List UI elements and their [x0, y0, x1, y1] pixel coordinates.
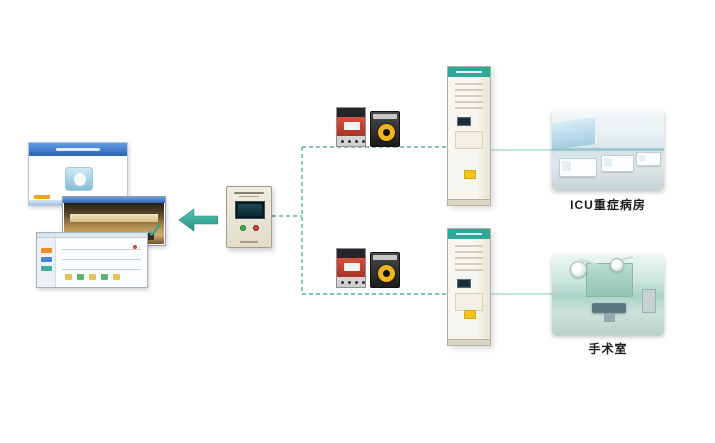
operating-room-photo — [552, 255, 664, 335]
ats-terminal — [355, 281, 358, 284]
device-group-operating-room — [336, 246, 402, 290]
transformer-top-plate — [373, 255, 397, 260]
sidebar-chip — [41, 257, 52, 262]
splash-center-graphic — [65, 167, 93, 191]
surgical-light — [610, 258, 625, 273]
operating-room-label: 手术室 — [588, 342, 628, 356]
table-pedestal — [603, 313, 615, 323]
panel-subtitle-placeholder — [239, 196, 259, 197]
cabinet-door-panel — [455, 131, 483, 149]
cabinet-header-strip — [448, 229, 490, 239]
isolated-power-cabinet-icu — [447, 66, 491, 206]
cabinet-vent-rows — [455, 245, 483, 271]
ats-top-band — [337, 249, 365, 258]
hospital-bed — [636, 152, 661, 166]
sidebar-chip — [41, 266, 52, 271]
bed-pillow — [561, 161, 571, 172]
status-tile — [89, 274, 96, 280]
splash-title-placeholder — [56, 148, 100, 151]
warning-sticker — [464, 170, 476, 179]
bed-pillow — [604, 157, 612, 167]
status-tile — [113, 274, 120, 280]
status-tile — [101, 274, 108, 280]
ats-top-band — [337, 108, 365, 117]
check-icon: ✓ — [146, 218, 165, 243]
icu-ward-photo — [552, 110, 664, 190]
surgical-light — [569, 261, 587, 279]
brand-logo-mark — [34, 195, 50, 199]
monitor-screen-scada — [36, 232, 148, 288]
status-tile — [77, 274, 84, 280]
panel-display — [235, 201, 265, 219]
cabinet-header-text-placeholder — [456, 233, 482, 235]
panel-green-button — [240, 225, 246, 231]
left-arrow-icon — [178, 208, 218, 232]
ward-window — [552, 116, 597, 150]
panel-title-placeholder — [234, 192, 264, 194]
schematic-bus-line — [62, 259, 141, 260]
panel-brand-placeholder — [240, 241, 258, 243]
bed-pillow — [639, 155, 645, 163]
cabinet-door-panel — [455, 293, 483, 311]
warning-sticker — [464, 310, 476, 319]
splash-figure — [74, 173, 86, 186]
panel-red-button — [253, 225, 259, 231]
ats-terminal — [341, 281, 344, 284]
ats-terminal — [348, 140, 351, 143]
window-title-bar — [63, 197, 165, 203]
alarm-indicator-dot — [133, 245, 137, 249]
ats-terminal — [341, 140, 344, 143]
ats-nameplate — [344, 263, 360, 271]
device-group-icu — [336, 105, 402, 149]
operating-table — [592, 303, 626, 314]
hospital-bed — [601, 154, 634, 172]
splash-header-bar — [29, 143, 127, 156]
ats-transfer-switch — [336, 107, 366, 147]
medical-equipment-cart — [641, 288, 657, 313]
ats-terminal — [348, 281, 351, 284]
display-wall — [70, 213, 158, 222]
cabinet-vent-rows — [455, 83, 483, 109]
schematic-bus-line — [62, 249, 141, 250]
schematic-bus-line — [62, 269, 141, 270]
isolation-transformer — [370, 111, 400, 147]
cabinet-base — [448, 339, 490, 345]
hospital-bed — [558, 158, 597, 178]
transformer-top-plate — [373, 114, 397, 119]
scada-sidebar — [37, 238, 56, 287]
cabinet-header-text-placeholder — [456, 71, 482, 73]
cabinet-header-strip — [448, 67, 490, 77]
sidebar-chip — [41, 248, 52, 253]
ats-terminal — [362, 140, 365, 143]
transformer-coil-ring — [378, 265, 395, 282]
status-tile — [65, 274, 72, 280]
isolation-transformer — [370, 252, 400, 288]
ats-terminal — [355, 140, 358, 143]
isolated-power-cabinet-operating-room — [447, 228, 491, 346]
panel-display-content — [238, 204, 262, 216]
cabinet-meter-display — [457, 117, 471, 126]
cabinet-to-room-links — [491, 149, 552, 295]
scada-toolbar — [37, 233, 147, 238]
transformer-coil-ring — [378, 124, 395, 141]
monitor-screen-splash — [28, 142, 128, 206]
ats-transfer-switch — [336, 248, 366, 288]
dashed-signal-lines — [272, 146, 447, 295]
ats-nameplate — [344, 122, 360, 130]
cabinet-meter-display — [457, 279, 471, 288]
wall-rail — [552, 147, 664, 151]
glass-partition — [585, 263, 633, 297]
cabinet-base — [448, 199, 490, 205]
ats-terminal — [362, 281, 365, 284]
icu-label: ICU重症病房 — [570, 198, 646, 212]
monitoring-host-panel — [226, 186, 272, 248]
